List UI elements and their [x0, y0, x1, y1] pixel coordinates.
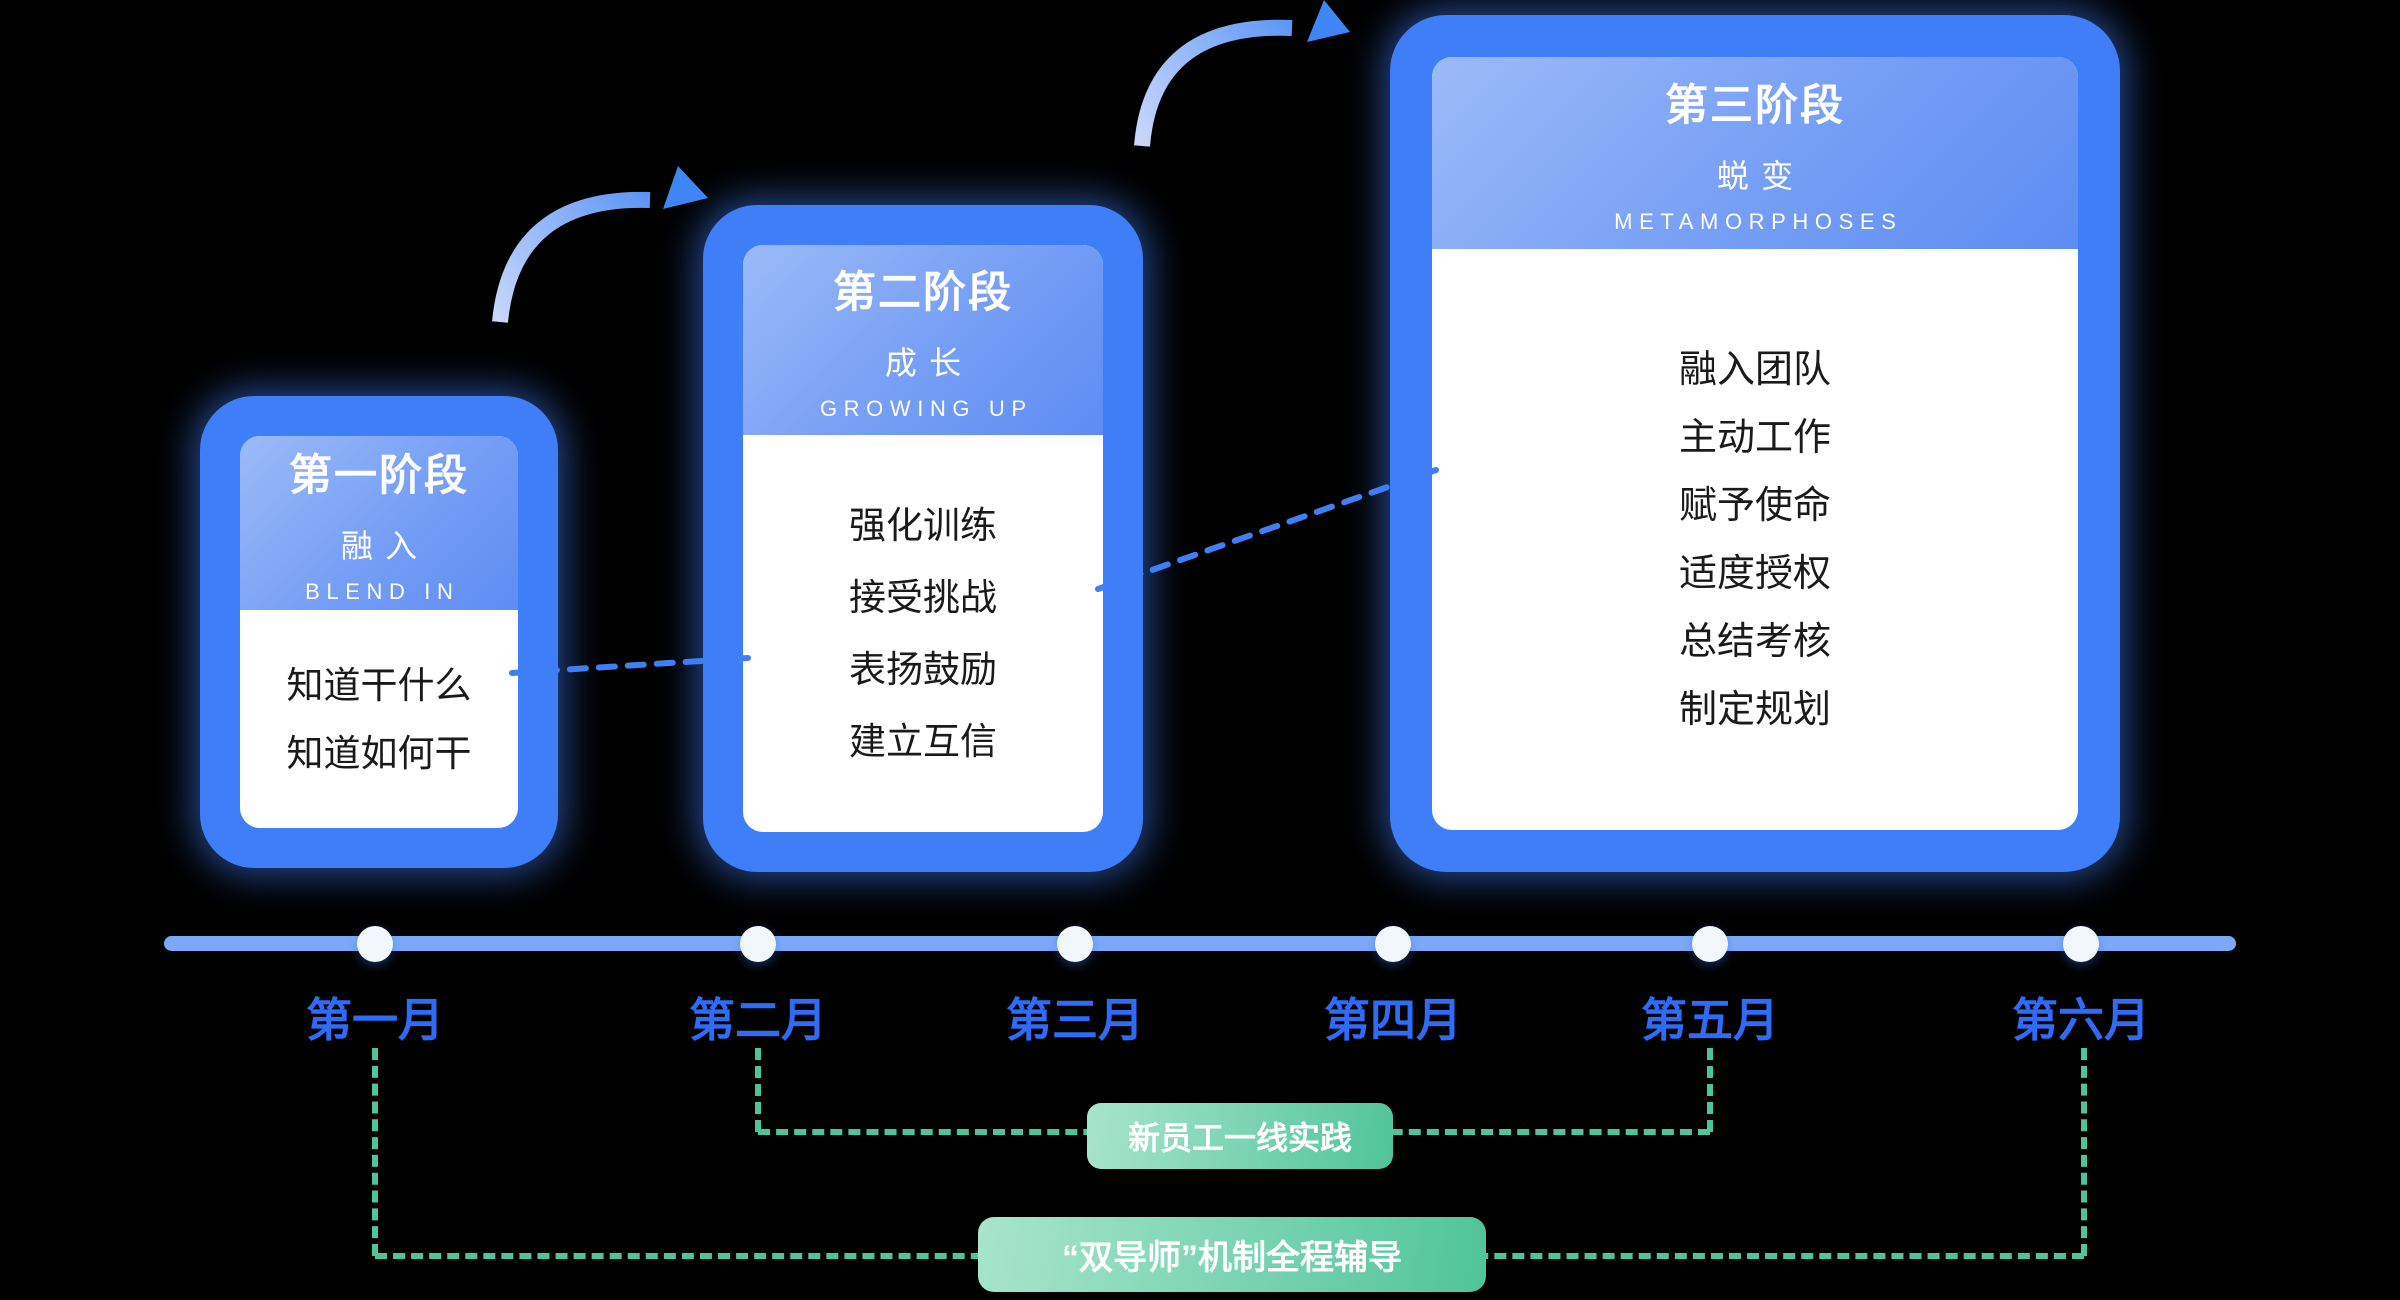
arrow-stage2-to-stage3 [1134, 19, 1293, 147]
arrow-stage1-to-stage2 [492, 191, 651, 323]
practice-bracket-left-line [755, 1048, 761, 1132]
mentor-bracket-right-line [2081, 1048, 2087, 1256]
stage3-item: 总结考核 [1678, 620, 1831, 663]
arrow-stage2-to-stage3-head-icon [1307, 0, 1350, 42]
timeline-dot-month6 [2063, 926, 2099, 962]
timeline-dot-month2 [740, 926, 776, 962]
stage1-title: 第一阶段 [289, 452, 469, 500]
stage2-item: 接受挑战 [849, 577, 997, 618]
stage-card-1-inner: 第一阶段 融入 BLEND IN 知道干什么 知道如何干 [240, 436, 518, 828]
month-label-1: 第一月 [306, 994, 444, 1046]
stage3-item: 赋予使命 [1678, 484, 1831, 527]
month-label-5: 第五月 [1641, 994, 1779, 1046]
stage-card-1-header: 第一阶段 融入 BLEND IN [240, 436, 518, 610]
stage-card-3: 第三阶段 蜕变 METAMORPHOSES 融入团队 主动工作 赋予使命 适度授… [1390, 15, 2120, 872]
stage-card-3-header: 第三阶段 蜕变 METAMORPHOSES [1432, 57, 2078, 249]
stage-card-3-inner: 第三阶段 蜕变 METAMORPHOSES 融入团队 主动工作 赋予使命 适度授… [1432, 57, 2078, 830]
month-label-2: 第二月 [689, 994, 827, 1046]
dashed-connector-stage2-stage3 [1095, 467, 1439, 592]
stage-card-2-body: 强化训练 接受挑战 表扬鼓励 建立互信 [743, 435, 1103, 832]
mentor-bracket-left-line [372, 1048, 378, 1256]
stage2-english-label: GROWING UP [819, 396, 1033, 421]
stage3-subtitle: 蜕变 [1716, 158, 1806, 194]
stage1-item: 知道如何干 [286, 732, 472, 774]
stage3-english-label: METAMORPHOSES [1614, 209, 1903, 234]
stage3-item: 制定规划 [1678, 688, 1831, 731]
annotation-mentor-pill: “双导师”机制全程辅导 [978, 1217, 1486, 1292]
timeline-axis [164, 936, 2236, 951]
stage-card-3-body: 融入团队 主动工作 赋予使命 适度授权 总结考核 制定规划 [1432, 249, 2078, 830]
stage3-item: 适度授权 [1678, 552, 1831, 595]
stage1-subtitle: 融入 [340, 528, 430, 564]
timeline-dot-month3 [1057, 926, 1093, 962]
stage3-item: 主动工作 [1678, 416, 1831, 459]
stage1-item: 知道干什么 [286, 664, 472, 706]
stage-card-1-body: 知道干什么 知道如何干 [240, 610, 518, 828]
stage-card-2-inner: 第二阶段 成长 GROWING UP 强化训练 接受挑战 表扬鼓励 建立互信 [743, 245, 1103, 832]
stage-card-1: 第一阶段 融入 BLEND IN 知道干什么 知道如何干 [200, 396, 558, 868]
arrow-stage1-to-stage2-head-icon [663, 166, 708, 209]
stage2-item: 强化训练 [849, 505, 997, 546]
annotation-practice-label: 新员工一线实践 [1127, 1120, 1352, 1156]
stage2-item: 建立互信 [849, 721, 997, 762]
timeline-dot-month1 [357, 926, 393, 962]
timeline-dot-month4 [1375, 926, 1411, 962]
stage-card-2: 第二阶段 成长 GROWING UP 强化训练 接受挑战 表扬鼓励 建立互信 [703, 205, 1143, 872]
stage1-english-label: BLEND IN [305, 579, 460, 604]
annotation-practice-pill: 新员工一线实践 [1087, 1103, 1393, 1169]
stage2-subtitle: 成长 [884, 345, 974, 381]
stage3-title: 第三阶段 [1665, 82, 1845, 130]
stage3-item: 融入团队 [1678, 348, 1831, 391]
annotation-mentor-label: “双导师”机制全程辅导 [1062, 1239, 1402, 1277]
stage2-item: 表扬鼓励 [849, 649, 997, 690]
month-label-4: 第四月 [1324, 994, 1462, 1046]
practice-bracket-right-line [1707, 1048, 1713, 1132]
timeline-dot-month5 [1692, 926, 1728, 962]
month-label-6: 第六月 [2012, 994, 2150, 1046]
stage2-title: 第二阶段 [833, 269, 1013, 317]
stage-card-2-header: 第二阶段 成长 GROWING UP [743, 245, 1103, 435]
month-label-3: 第三月 [1006, 994, 1144, 1046]
